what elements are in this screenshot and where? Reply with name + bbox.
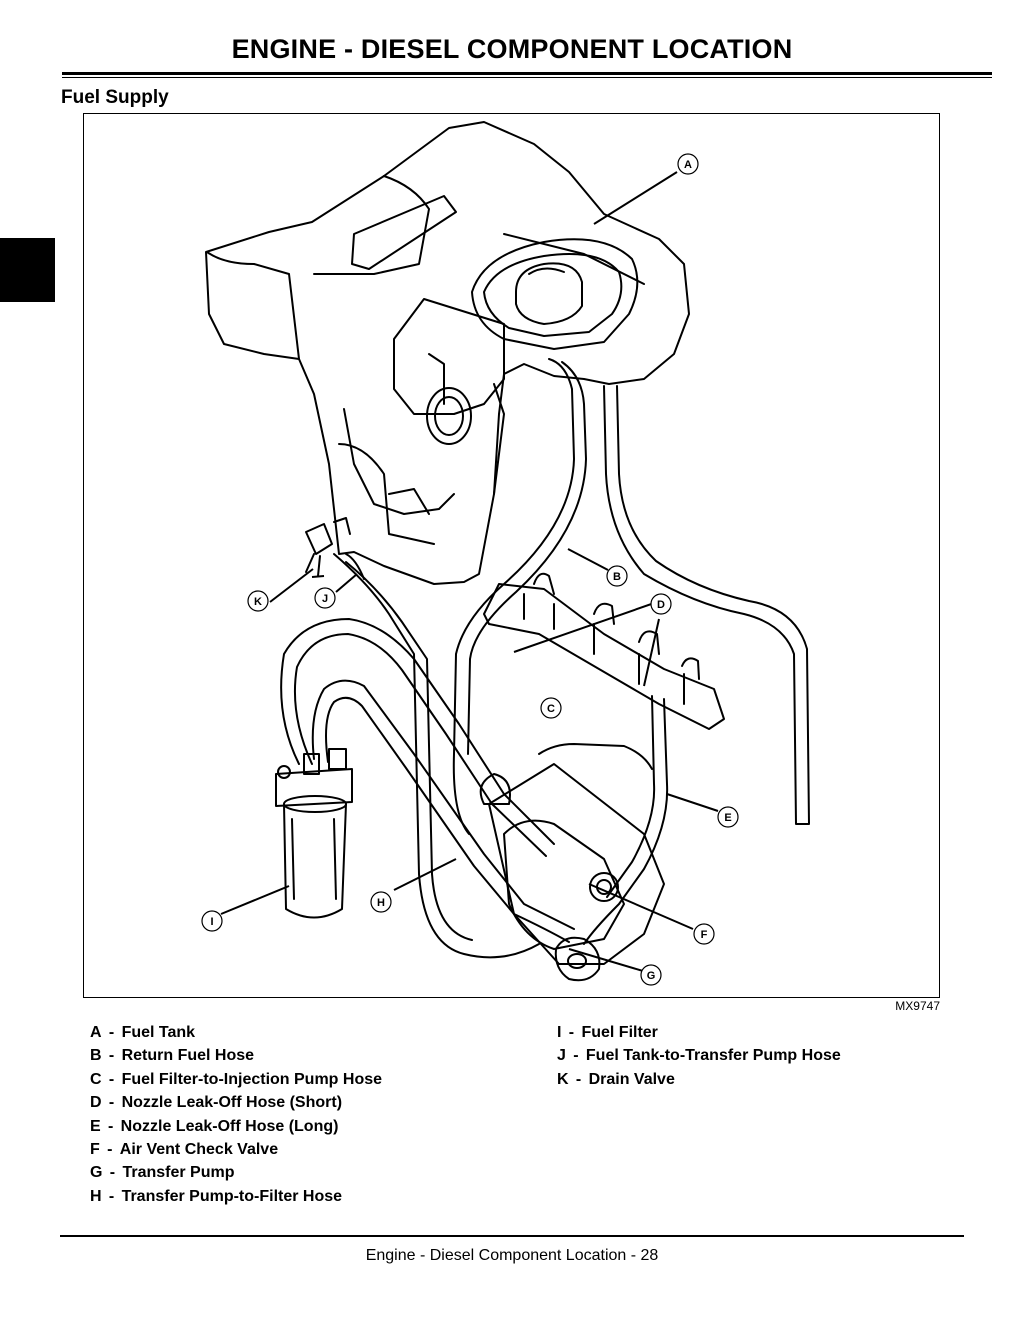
svg-text:F: F: [701, 929, 708, 941]
svg-text:H: H: [377, 897, 385, 909]
figure-id: MX9747: [895, 999, 940, 1013]
section-heading: Fuel Supply: [61, 87, 169, 108]
callout-e: E: [717, 806, 739, 828]
svg-text:K: K: [254, 596, 262, 608]
svg-text:A: A: [684, 159, 692, 171]
legend-item: F-Air Vent Check Valve: [90, 1141, 279, 1159]
transfer-pump: [554, 936, 601, 982]
fuel-tank-to-transfer-pump-hose: [333, 553, 540, 959]
callout-a: A: [677, 153, 699, 175]
title-rule: [62, 72, 992, 75]
legend-item: E-Nozzle Leak-Off Hose (Long): [90, 1117, 339, 1135]
fuel-system-illustration: A B D C E F G H I J K: [201, 121, 810, 986]
legend-left: A-Fuel Tank B-Return Fuel Hose C-Fuel Fi…: [90, 1021, 382, 1208]
page-title: ENGINE - DIESEL COMPONENT LOCATION: [231, 34, 793, 64]
legend-item: H-Transfer Pump-to-Filter Hose: [90, 1187, 343, 1205]
svg-text:D: D: [657, 599, 665, 611]
section-tab-marker: [0, 238, 55, 302]
callout-c: C: [540, 697, 562, 719]
legend-item: C-Fuel Filter-to-Injection Pump Hose: [90, 1070, 383, 1088]
fuel-filter: [283, 803, 347, 919]
injection-pump: [488, 763, 665, 965]
fuel-tank-outline: [205, 121, 690, 585]
legend-item: K-Drain Valve: [557, 1070, 675, 1088]
legend-item: I-Fuel Filter: [557, 1024, 658, 1041]
svg-text:B: B: [613, 571, 621, 583]
callout-h: H: [370, 891, 392, 913]
callout-f: F: [693, 923, 715, 945]
callout-i: I: [201, 910, 223, 932]
svg-text:G: G: [647, 970, 656, 982]
legend-item: D-Nozzle Leak-Off Hose (Short): [90, 1094, 343, 1112]
svg-text:C: C: [547, 703, 555, 715]
callout-b: B: [606, 565, 628, 587]
vent-hose: [603, 385, 810, 825]
callout-d: D: [650, 593, 672, 615]
svg-text:I: I: [210, 916, 213, 928]
svg-text:E: E: [724, 812, 731, 824]
callout-j: J: [314, 587, 336, 609]
drain-valve: [305, 523, 333, 555]
filter-outlet-hose: [280, 618, 555, 845]
footer-rule: [60, 1235, 964, 1237]
nozzle-leak-off-hose-long: [583, 698, 669, 945]
injector-rail: [483, 583, 725, 730]
return-fuel-hose: [452, 358, 575, 835]
legend-item: J-Fuel Tank-to-Transfer Pump Hose: [557, 1047, 841, 1065]
page-footer: Engine - Diesel Component Location - 28: [365, 1247, 659, 1264]
legend-item: A-Fuel Tank: [90, 1024, 196, 1041]
fuel-supply-figure: A B D C E F G H I J K: [83, 113, 940, 998]
title-rule-thin: [62, 77, 992, 78]
callout-k: K: [247, 590, 269, 612]
legend-item: B-Return Fuel Hose: [90, 1047, 255, 1065]
legend-right: I-Fuel Filter J-Fuel Tank-to-Transfer Pu…: [557, 1021, 841, 1091]
svg-text:J: J: [322, 593, 328, 605]
legend-item: G-Transfer Pump: [90, 1164, 235, 1182]
callout-g: G: [640, 964, 662, 986]
